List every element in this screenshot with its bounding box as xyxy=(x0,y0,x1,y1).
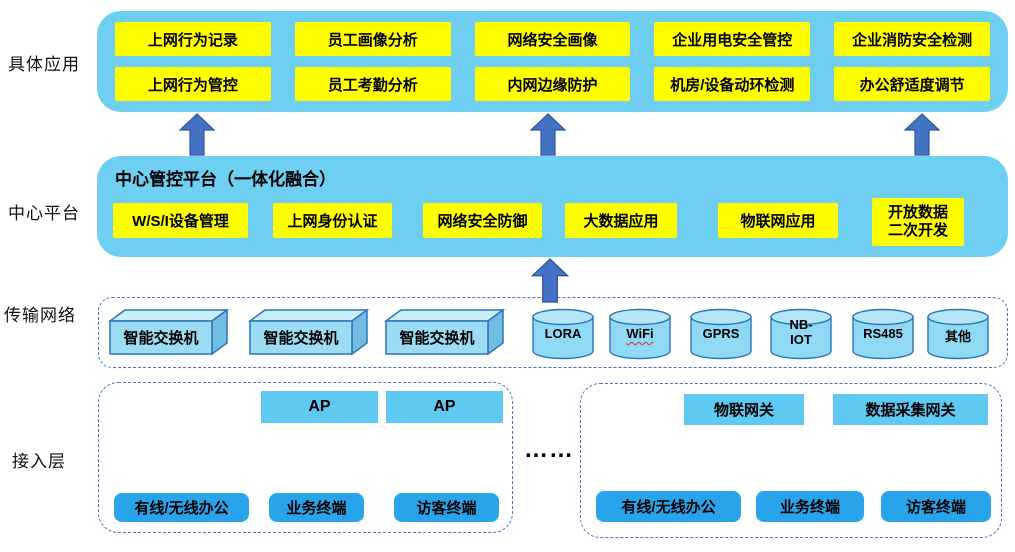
switch-3d-icon xyxy=(108,308,230,356)
open-data-line2: 二次开发 xyxy=(887,222,948,239)
layer-label-applications: 具体应用 xyxy=(8,55,80,74)
app-box: 办公舒适度调节 xyxy=(834,67,990,101)
up-arrow-icon xyxy=(530,113,566,156)
application-layer-band: 上网行为记录 员工画像分析 网络安全画像 企业用电安全管控 企业消防安全检测 上… xyxy=(97,11,1008,112)
up-arrow-icon xyxy=(179,113,215,156)
up-arrow-icon xyxy=(904,113,940,156)
platform-box: 网络安全防御 xyxy=(423,203,542,238)
protocol-cylinder: RS485 xyxy=(851,308,915,360)
switch-label: 智能交换机 xyxy=(123,330,199,347)
layer-label-platform: 中心平台 xyxy=(8,204,80,223)
cylinder-icon xyxy=(852,308,914,360)
terminal-box: 业务终端 xyxy=(756,491,864,522)
protocol-cylinder: GPRS xyxy=(689,308,753,360)
terminal-box: 业务终端 xyxy=(269,493,364,522)
open-data-box: 开放数据 二次开发 xyxy=(872,198,964,246)
cylinder-icon xyxy=(532,308,594,360)
cylinder-icon xyxy=(770,308,832,360)
cylinder-icon xyxy=(690,308,752,360)
protocol-label: NB-IOT xyxy=(789,317,813,347)
ellipsis-dots: …… xyxy=(524,436,574,463)
terminal-box: 有线/无线办公 xyxy=(596,491,741,522)
up-arrow-icon xyxy=(531,258,569,303)
protocol-cylinder: 其他 xyxy=(926,308,990,360)
cylinder-icon xyxy=(609,308,671,360)
switch-3d-icon xyxy=(384,308,506,356)
app-box: 上网行为记录 xyxy=(115,22,271,56)
transmission-network-band: 智能交换机 智能交换机 智能交换机 LORA xyxy=(98,297,1008,368)
platform-box: 上网身份认证 xyxy=(273,203,392,238)
protocol-cylinder: NB-IOT xyxy=(769,308,833,360)
protocol-cylinder: WiFi xyxy=(608,308,672,360)
ap-box: AP xyxy=(261,391,378,423)
open-data-line1: 开放数据 xyxy=(887,204,948,221)
cylinder-icon xyxy=(927,308,989,360)
central-platform-band: 中心管控平台（一体化融合） W/S/I设备管理 上网身份认证 网络安全防御 大数… xyxy=(97,156,1008,257)
protocol-label: WiFi xyxy=(626,326,654,341)
access-group-left: AP AP 有线/无线办公 业务终端 访客终端 xyxy=(98,382,513,533)
app-box: 网络安全画像 xyxy=(474,22,631,56)
protocol-label: RS485 xyxy=(863,326,903,341)
smart-switch-box: 智能交换机 xyxy=(384,308,506,356)
protocol-label: GPRS xyxy=(702,326,740,341)
protocol-label: 其他 xyxy=(944,329,971,344)
switch-3d-icon xyxy=(248,308,370,356)
protocol-label: LORA xyxy=(544,326,582,341)
app-box: 员工考勤分析 xyxy=(294,67,451,101)
app-box: 内网边缘防护 xyxy=(474,67,631,101)
app-box: 员工画像分析 xyxy=(294,22,451,56)
gateway-box: 数据采集网关 xyxy=(833,394,988,425)
platform-title: 中心管控平台（一体化融合） xyxy=(115,170,336,189)
gateway-box: 物联网关 xyxy=(684,394,804,425)
protocol-cylinder: LORA xyxy=(531,308,595,360)
access-group-right: 物联网关 数据采集网关 有线/无线办公 业务终端 访客终端 xyxy=(580,383,1002,538)
platform-box: 物联网应用 xyxy=(718,203,838,238)
platform-box: W/S/I设备管理 xyxy=(113,203,248,238)
terminal-box: 访客终端 xyxy=(881,491,991,522)
layer-label-access: 接入层 xyxy=(12,452,66,471)
switch-label: 智能交换机 xyxy=(263,330,339,347)
smart-switch-box: 智能交换机 xyxy=(248,308,370,356)
app-box: 企业消防安全检测 xyxy=(834,22,990,56)
terminal-box: 访客终端 xyxy=(394,493,499,522)
switch-label: 智能交换机 xyxy=(399,330,475,347)
platform-box: 大数据应用 xyxy=(565,203,677,238)
ap-box: AP xyxy=(386,391,503,423)
app-box: 机房/设备动环检测 xyxy=(654,67,811,101)
layer-label-transmission: 传输网络 xyxy=(4,306,76,325)
terminal-box: 有线/无线办公 xyxy=(114,493,249,522)
app-box: 企业用电安全管控 xyxy=(654,22,811,56)
app-box: 上网行为管控 xyxy=(115,67,271,101)
smart-switch-box: 智能交换机 xyxy=(108,308,230,356)
